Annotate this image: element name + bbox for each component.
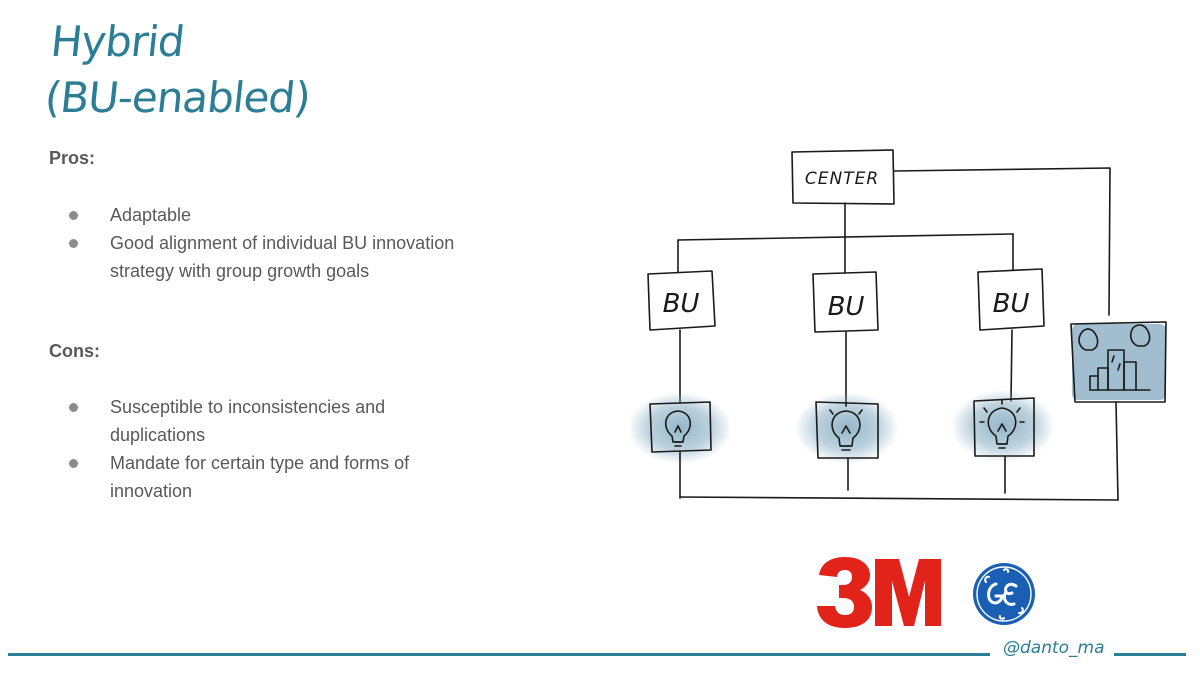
bu-box-3 [977, 268, 1045, 331]
ge-logo [973, 563, 1035, 625]
bottom-bus-line [679, 496, 1119, 501]
org-structure-diagram: CENTER BU BU BU [628, 149, 1167, 501]
central-lab-icon [1078, 324, 1151, 391]
center-label: CENTER [805, 169, 879, 189]
cons-heading: Cons: [49, 341, 100, 361]
cons-item-text: Susceptible to inconsistencies and dupli… [110, 397, 386, 445]
slide-title: Hybrid (BU-enabled) [42, 14, 318, 126]
central-lab-box [1070, 321, 1167, 403]
bu-box-2 [812, 271, 879, 333]
footer-divider-right [1114, 653, 1186, 656]
title-line-2: (BU-enabled) [42, 73, 313, 122]
list-item: Good alignment of individual BU innovati… [65, 229, 465, 285]
bulb-box-1 [649, 401, 712, 453]
lightbulb-icon [829, 401, 863, 451]
cons-list: Susceptible to inconsistencies and dupli… [65, 393, 465, 505]
bullet-dot-icon [69, 211, 78, 220]
bu-label-3: BU [993, 289, 1030, 319]
pros-item-text: Adaptable [110, 205, 192, 225]
bullet-dot-icon [69, 239, 78, 248]
bu-label-1: BU [663, 289, 700, 319]
bullet-dot-icon [69, 459, 78, 468]
pros-heading: Pros: [49, 148, 96, 168]
lightbulb-icon [665, 410, 691, 447]
pros-item-text: Good alignment of individual BU innovati… [110, 233, 455, 281]
list-item: Adaptable [65, 201, 465, 229]
pros-list: Adaptable Good alignment of individual B… [65, 201, 465, 285]
cons-item-text: Mandate for certain type and forms of in… [110, 453, 410, 501]
bullet-dot-icon [69, 403, 78, 412]
list-item: Susceptible to inconsistencies and dupli… [65, 393, 465, 449]
lightbulb-icon [979, 399, 1025, 449]
center-right-connector [893, 167, 1111, 316]
bu-label-2: BU [828, 292, 865, 322]
bu-box-1 [647, 270, 716, 331]
center-box [791, 149, 895, 205]
title-line-1: Hybrid [48, 17, 187, 66]
list-item: Mandate for certain type and forms of in… [65, 449, 465, 505]
bu-bulb-line-3 [1010, 329, 1013, 402]
bulb-box-3 [973, 397, 1035, 457]
glow-1 [628, 392, 732, 464]
bulb-box-2 [815, 401, 879, 459]
glow-4 [1072, 324, 1166, 400]
footer-divider-left [8, 653, 990, 656]
lab-bottom-line [1115, 401, 1119, 501]
3m-logo [817, 557, 941, 628]
author-handle: @danto_ma [1003, 638, 1105, 658]
